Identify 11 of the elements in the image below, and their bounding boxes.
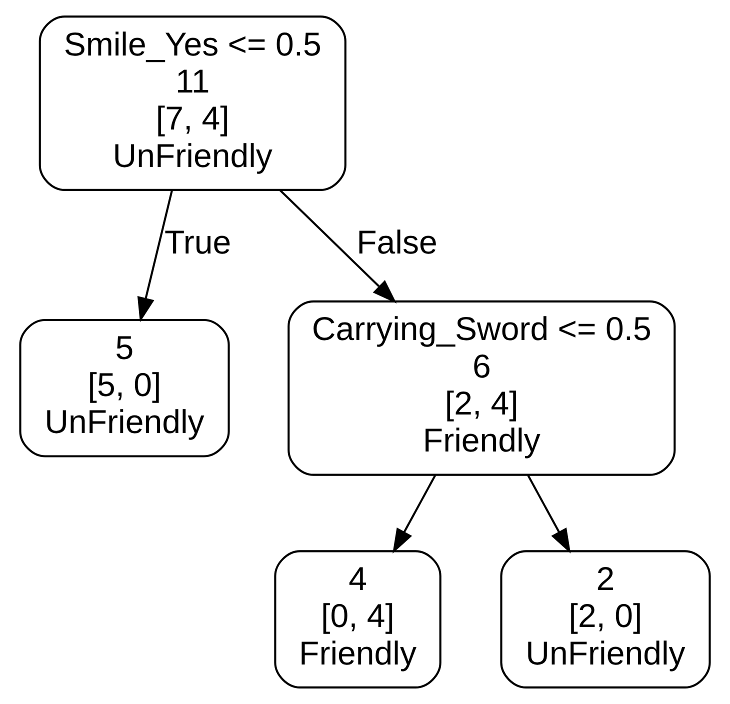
node-box: Smile_Yes <= 0.5 11 [7, 4] UnFriendly bbox=[38, 16, 346, 191]
node-box: Carrying_Sword <= 0.5 6 [2, 4] Friendly bbox=[288, 300, 676, 476]
arrow bbox=[279, 190, 397, 304]
arrow bbox=[527, 474, 571, 554]
node-box: 2 [2, 0] UnFriendly bbox=[500, 550, 711, 688]
edge-label: True bbox=[164, 224, 232, 261]
arrow bbox=[137, 190, 173, 322]
arrow bbox=[392, 474, 436, 554]
node-box: 5 [5, 0] UnFriendly bbox=[19, 318, 230, 458]
node-box: 4 [0, 4] Friendly bbox=[274, 550, 442, 688]
edge-label: False bbox=[356, 224, 438, 261]
